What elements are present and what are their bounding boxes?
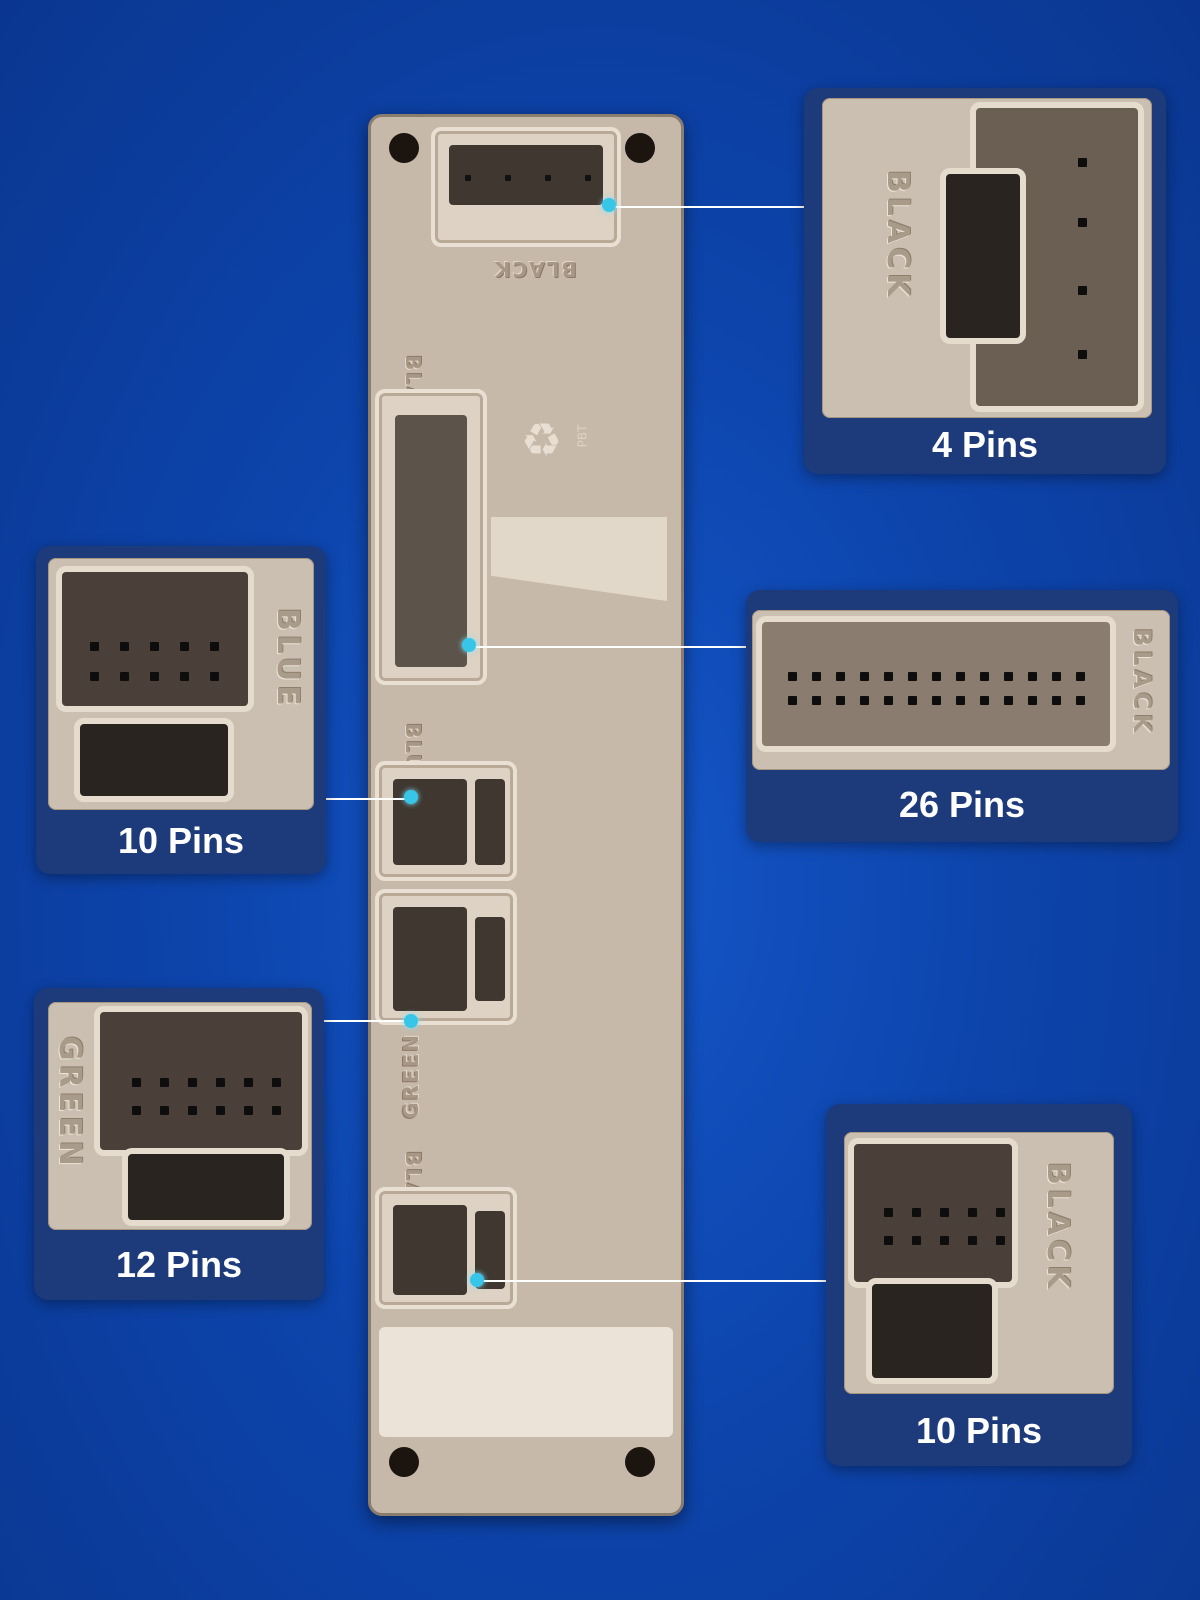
pointer-line	[610, 206, 806, 208]
connector-4-pin	[431, 127, 621, 247]
connector-10-pin-blue	[375, 761, 517, 881]
connector-color-label: BLACK	[1040, 1162, 1075, 1293]
pointer-line	[478, 1280, 842, 1282]
mount-hole	[625, 133, 655, 163]
callout-12-pins-green: GREEN 12 Pins	[34, 988, 324, 1300]
pointer-dot	[462, 638, 476, 652]
mount-hole	[625, 1447, 655, 1477]
connector-color-label: BLUE	[270, 608, 305, 710]
connector-12-pin-green	[375, 889, 517, 1025]
pointer-dot	[404, 790, 418, 804]
connector-closeup: GREEN	[48, 1002, 312, 1230]
pointer-line	[316, 1020, 412, 1022]
pin-count-caption: 12 Pins	[115, 1244, 243, 1285]
pointer-dot	[404, 1014, 418, 1028]
bottom-cover	[379, 1327, 673, 1437]
pin-count-caption: 10 Pins	[915, 1410, 1043, 1451]
callout-10-pins-black: BLACK 10 Pins	[826, 1104, 1132, 1466]
connector-color-label: BLACK	[493, 257, 577, 281]
connector-closeup: BLACK	[752, 610, 1170, 770]
mount-hole	[389, 1447, 419, 1477]
connector-color-label: BLACK	[880, 170, 915, 301]
latch-tab	[491, 517, 667, 601]
pin-count-caption: 10 Pins	[117, 820, 245, 861]
recycle-icon: ♻	[521, 413, 563, 467]
connector-closeup: BLACK	[844, 1132, 1114, 1394]
connector-10-pin-black	[375, 1187, 517, 1309]
connector-closeup: BLACK	[822, 98, 1152, 418]
connector-closeup: BLUE	[48, 558, 314, 810]
pointer-line	[470, 646, 746, 648]
switch-module: BLACK BLACK ♻ PBT BLUE GREEN BLACK	[368, 114, 684, 1516]
pin-count-caption: 26 Pins	[898, 784, 1026, 825]
pointer-dot	[470, 1273, 484, 1287]
connector-26-pin	[375, 389, 487, 685]
connector-color-label: GREEN	[52, 1036, 87, 1170]
connector-color-label: GREEN	[399, 1033, 423, 1119]
pointer-line	[326, 798, 412, 800]
connector-color-label: BLACK	[1128, 628, 1156, 737]
callout-10-pins-blue: BLUE 10 Pins	[36, 546, 326, 874]
mount-hole	[389, 133, 419, 163]
pin-count-caption: 4 Pins	[931, 424, 1039, 465]
pointer-dot	[602, 198, 616, 212]
material-mark: PBT	[575, 424, 590, 448]
callout-26-pins: BLACK 26 Pins	[746, 590, 1178, 842]
callout-4-pins: BLACK 4 Pins	[804, 88, 1166, 474]
